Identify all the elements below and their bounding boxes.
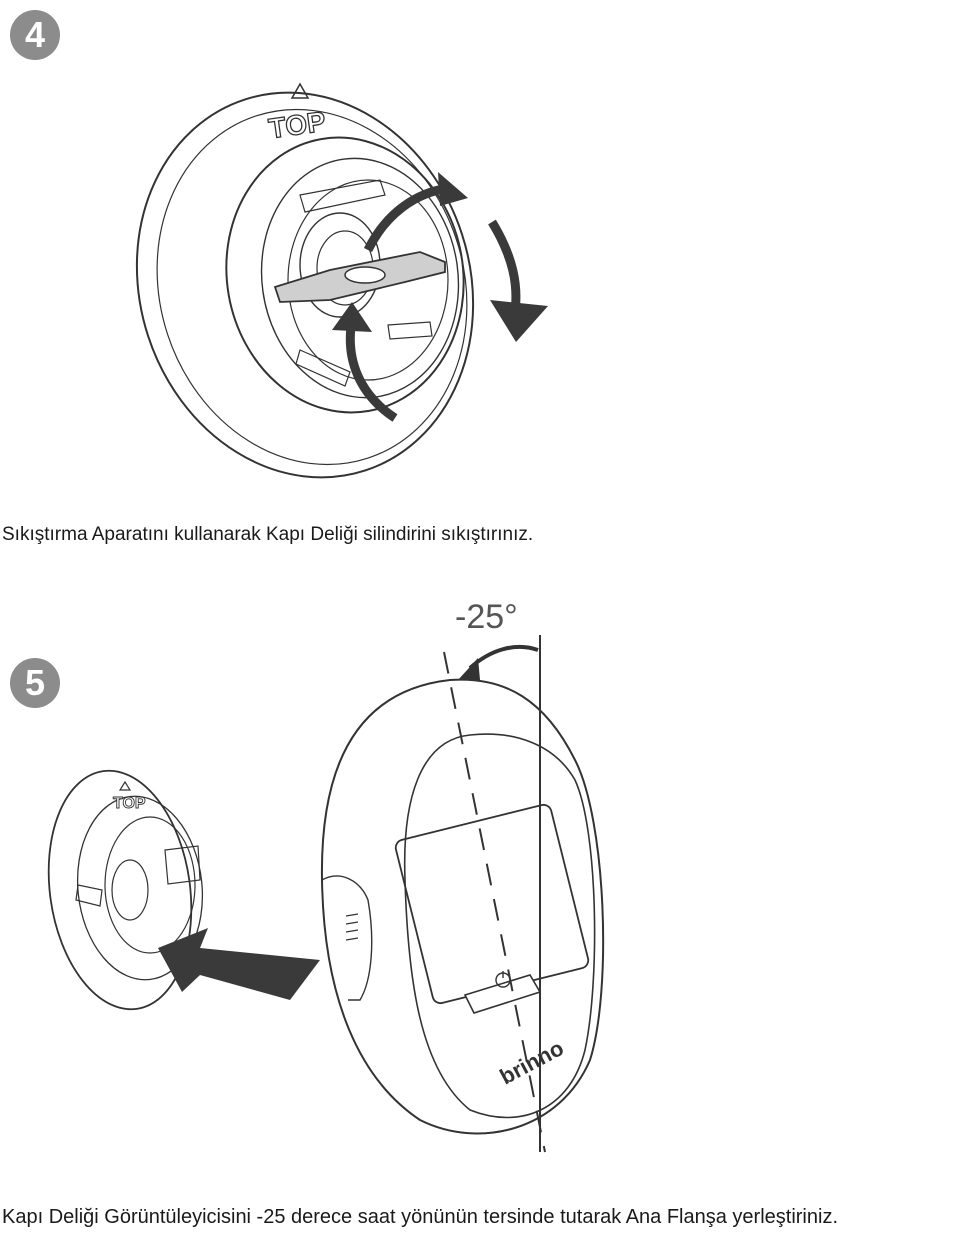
main-flange-small	[47, 769, 193, 1011]
flange-collar	[225, 136, 465, 414]
step-4-caption: Sıkıştırma Aparatını kullanarak Kapı Del…	[2, 524, 534, 545]
angle-label: -25°	[455, 598, 518, 636]
small-top-arrow-icon	[118, 780, 132, 791]
step-5-caption: Kapı Deliği Görüntüleyicisini -25 derece…	[2, 1206, 838, 1228]
small-top-label: TOP	[113, 795, 146, 812]
top-arrow-icon	[290, 82, 310, 99]
angle-arrow-icon	[468, 644, 539, 670]
viewer-screen	[394, 803, 590, 1005]
step-5-badge: 5	[10, 658, 60, 708]
power-button	[463, 974, 542, 1014]
step-4-badge: 4	[10, 10, 60, 60]
main-flange-outer	[135, 91, 475, 479]
peephole-viewer	[320, 678, 605, 1135]
tilted-axis-dashed-line	[443, 651, 546, 1153]
main-flange-inner-rim	[156, 108, 468, 466]
rotate-arrow-bottom-icon	[345, 319, 398, 422]
insert-direction-arrow-icon	[158, 928, 320, 1000]
